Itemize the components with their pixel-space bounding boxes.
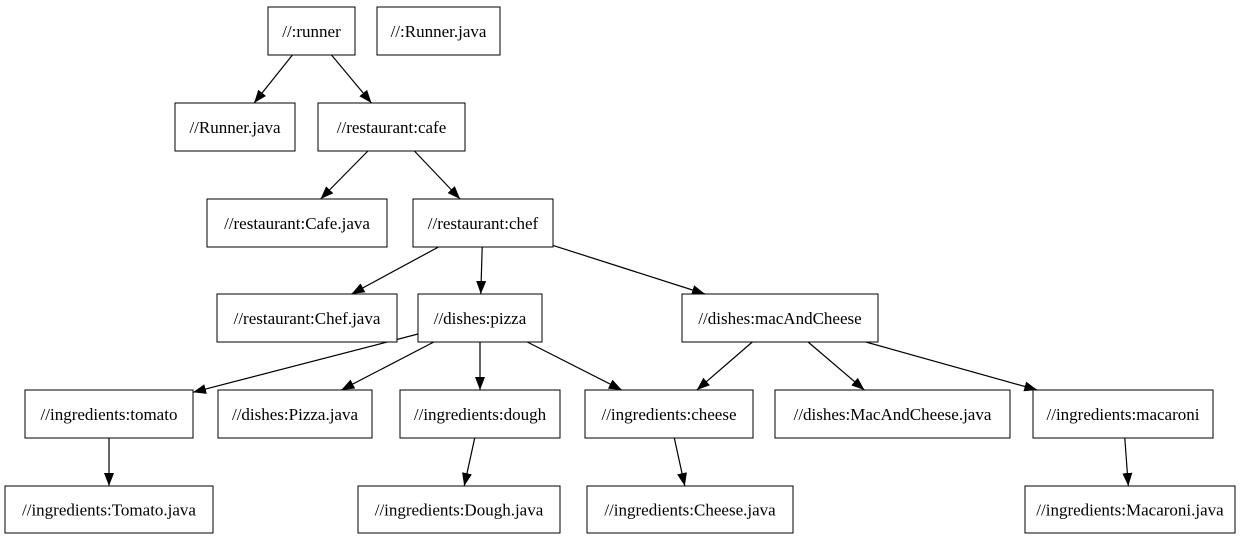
graph-node-label-cheese: //ingredients:cheese <box>601 405 736 424</box>
graph-node-box-chef-java <box>216 293 398 343</box>
graph-node-label-runner-java: //Runner.java <box>189 118 281 137</box>
edge-chef-to-chef-java <box>351 246 439 295</box>
graph-node-label-mac-and-cheese-java: //dishes:MacAndCheese.java <box>794 405 992 424</box>
edge-pizza-to-tomato <box>192 333 419 394</box>
graph-node-box-mac-and-cheese-java <box>774 389 1011 439</box>
graph-node-macaroni: //ingredients:macaroni <box>1032 389 1214 439</box>
graph-node-label-cheese-java: //ingredients:Cheese.java <box>604 501 776 520</box>
graph-node-mac-and-cheese-java: //dishes:MacAndCheese.java <box>774 389 1011 439</box>
graph-node-label-pizza: //dishes:pizza <box>434 309 527 328</box>
graph-node-box-runner-java <box>174 102 296 152</box>
graph-node-runner-java-root: //:Runner.java <box>376 6 501 56</box>
graph-node-label-macaroni: //ingredients:macaroni <box>1047 405 1200 424</box>
graph-node-box-cafe-java <box>206 198 388 248</box>
graph-node-box-tomato-java <box>4 485 214 534</box>
graph-node-label-macaroni-java: //ingredients:Macaroni.java <box>1036 501 1224 520</box>
graph-node-box-cheese <box>584 389 754 439</box>
edge-chef-to-mac-and-cheese <box>552 244 706 295</box>
graph-node-pizza: //dishes:pizza <box>417 293 543 343</box>
graph-node-box-macaroni <box>1032 389 1214 439</box>
edge-chef-to-pizza <box>476 246 487 295</box>
graph-node-box-cafe <box>317 102 466 152</box>
graph-node-box-runner <box>267 6 356 56</box>
graph-node-dough-java: //ingredients:Dough.java <box>357 485 561 534</box>
graph-node-label-pizza-java: //dishes:Pizza.java <box>232 405 359 424</box>
edge-pizza-to-cheese <box>527 341 623 391</box>
edge-runner-to-cafe <box>331 54 372 104</box>
graph-node-label-dough: //ingredients:dough <box>414 405 547 424</box>
graph-node-box-cheese-java <box>586 485 794 534</box>
edge-macaroni-to-macaroni-java <box>1122 437 1133 487</box>
edge-pizza-to-pizza-java <box>341 341 435 391</box>
graph-node-cafe: //restaurant:cafe <box>317 102 466 152</box>
graph-node-box-runner-java-root <box>376 6 501 56</box>
graph-node-box-mac-and-cheese <box>681 293 879 343</box>
nodes-layer: //:runner //:Runner.java //Runner.java //re… <box>4 6 1236 534</box>
graph-node-tomato-java: //ingredients:Tomato.java <box>4 485 214 534</box>
graph-node-label-chef: //restaurant:chef <box>428 214 539 233</box>
graph-node-chef-java: //restaurant:Chef.java <box>216 293 398 343</box>
edge-runner-to-runner-java <box>253 54 293 104</box>
graph-node-box-pizza-java <box>217 389 373 439</box>
graph-node-cheese-java: //ingredients:Cheese.java <box>586 485 794 534</box>
graph-node-label-cafe: //restaurant:cafe <box>337 118 447 137</box>
graph-node-label-cafe-java: //restaurant:Cafe.java <box>224 214 370 233</box>
graph-node-box-tomato <box>24 389 194 439</box>
graph-node-pizza-java: //dishes:Pizza.java <box>217 389 373 439</box>
graph-node-box-macaroni-java <box>1024 485 1236 534</box>
graph-node-label-tomato-java: //ingredients:Tomato.java <box>22 501 196 520</box>
graph-node-cafe-java: //restaurant:Cafe.java <box>206 198 388 248</box>
graph-node-label-chef-java: //restaurant:Chef.java <box>234 309 381 328</box>
graph-node-label-tomato: //ingredients:tomato <box>41 405 178 424</box>
graph-node-label-runner: //:runner <box>282 22 341 41</box>
graph-node-chef: //restaurant:chef <box>412 198 554 248</box>
edge-mac-and-cheese-to-mac-and-cheese-java <box>807 341 865 391</box>
graph-node-dough: //ingredients:dough <box>399 389 561 439</box>
graph-node-runner: //:runner <box>267 6 356 56</box>
graph-node-label-mac-and-cheese: //dishes:macAndCheese <box>698 309 861 328</box>
graph-node-box-chef <box>412 198 554 248</box>
graph-node-macaroni-java: //ingredients:Macaroni.java <box>1024 485 1236 534</box>
graph-node-box-dough-java <box>357 485 561 534</box>
graph-node-runner-java: //Runner.java <box>174 102 296 152</box>
graph-node-label-runner-java-root: //:Runner.java <box>391 22 487 41</box>
edge-cafe-to-cafe-java <box>320 150 369 200</box>
edge-cafe-to-chef <box>413 150 461 200</box>
edge-cheese-to-cheese-java <box>673 437 687 487</box>
graph-node-tomato: //ingredients:tomato <box>24 389 194 439</box>
edge-mac-and-cheese-to-macaroni <box>865 341 1038 392</box>
edges-layer <box>104 54 1133 487</box>
graph-node-box-pizza <box>417 293 543 343</box>
edge-dough-to-dough-java <box>462 437 476 487</box>
edge-mac-and-cheese-to-cheese <box>696 341 753 391</box>
graph-node-label-dough-java: //ingredients:Dough.java <box>375 501 544 520</box>
graph-node-mac-and-cheese: //dishes:macAndCheese <box>681 293 879 343</box>
graph-node-cheese: //ingredients:cheese <box>584 389 754 439</box>
graph-node-box-dough <box>399 389 561 439</box>
